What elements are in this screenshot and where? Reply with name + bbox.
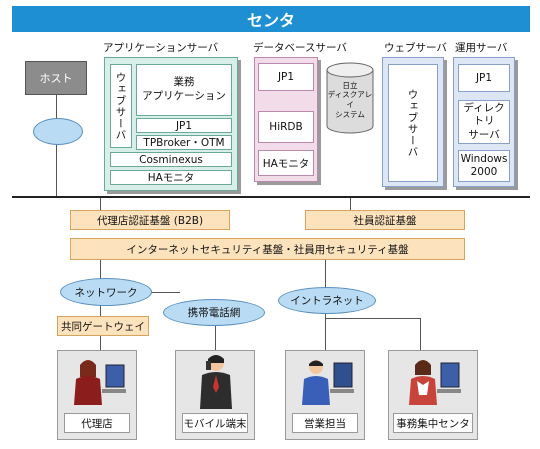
- gateway-label: 共同ゲートウェイ: [61, 320, 145, 333]
- employee-stub: [350, 198, 351, 210]
- client-sales-label: 営業担当: [304, 417, 346, 430]
- client-sales: 営業担当: [285, 350, 365, 440]
- gateway-box: 共同ゲートウェイ: [57, 316, 149, 336]
- agency-stub: [100, 198, 101, 210]
- app-server-label: アプリケーションサーバ: [103, 42, 219, 54]
- db-jp1-label: JP1: [277, 71, 295, 83]
- client-agency-label-box: 代理店: [64, 413, 130, 433]
- ops-jp1-label: JP1: [475, 72, 493, 84]
- conn-office: [420, 318, 421, 350]
- windows-box: Windows 2000: [458, 150, 510, 182]
- person-at-computer-icon: [409, 360, 461, 405]
- internet-security-box: インターネットセキュリティ基盤・社員用セキュリティ基盤: [70, 238, 465, 260]
- agency-auth-box: 代理店認証基盤 (B2B): [70, 210, 230, 230]
- client-office-label-box: 事務集中センタ: [393, 413, 473, 433]
- person-at-computer-icon: [74, 360, 126, 405]
- host-line: [56, 95, 57, 196]
- hirdb-label: HiRDB: [269, 121, 303, 133]
- tpbroker-box: TPBroker・OTM: [136, 135, 232, 150]
- network-ellipse: ネットワーク: [60, 278, 152, 306]
- web-server-label: ウェブサーバ: [384, 42, 447, 54]
- app-ha-monitor-box: HAモニタ: [110, 170, 232, 185]
- business-app-label: 業務 アプリケーション: [142, 76, 226, 102]
- disk-array-cylinder: [326, 62, 374, 134]
- client-mobile-label-box: モバイル端末: [182, 413, 248, 433]
- client-agency-label: 代理店: [81, 417, 113, 430]
- tpbroker-label: TPBroker・OTM: [143, 137, 225, 149]
- person-on-phone-icon: [200, 355, 232, 409]
- client-agency: 代理店: [57, 350, 137, 440]
- employee-auth-box: 社員認証基盤: [305, 210, 465, 230]
- ops-jp1-box: JP1: [458, 64, 510, 92]
- backbone-line: [12, 196, 530, 198]
- mobile-network-label: 携帯電話網: [187, 307, 241, 319]
- client-sales-label-box: 営業担当: [292, 413, 358, 433]
- center-title-bar: センタ: [12, 6, 530, 32]
- ops-server-label: 運用サーバ: [455, 42, 508, 54]
- client-mobile: モバイル端末: [175, 350, 255, 440]
- app-ha-monitor-label: HAモニタ: [147, 172, 195, 184]
- conn-network-to-mobile: [150, 292, 180, 293]
- cosminexus-box: Cosminexus: [110, 152, 232, 167]
- center-title: センタ: [246, 11, 295, 30]
- intranet-ellipse: イントラネット: [278, 287, 376, 314]
- db-ha-monitor-label: HAモニタ: [262, 157, 310, 170]
- mobile-network-ellipse: 携帯電話網: [163, 299, 265, 326]
- disk-array-text: 日立 ディスクアレイ システム: [326, 78, 374, 122]
- person-at-computer-icon: [302, 360, 354, 405]
- web-server-inner: ウェブサーバ: [388, 64, 438, 182]
- cosminexus-label: Cosminexus: [139, 153, 203, 166]
- app-jp1-label: JP1: [175, 119, 193, 132]
- db-server-label: データベースサーバ: [253, 42, 347, 54]
- agency-auth-label: 代理店認証基盤 (B2B): [96, 214, 204, 227]
- client-office: 事務集中センタ: [388, 350, 478, 440]
- disk-array-label: 日立 ディスクアレイ システム: [327, 80, 373, 119]
- app-web-server-label: ウェブサーバ: [114, 71, 127, 141]
- directory-server-box: ディレクトリ サーバ: [458, 100, 510, 144]
- app-jp1-box: JP1: [136, 118, 232, 133]
- db-ha-monitor-box: HAモニタ: [258, 150, 314, 176]
- employee-auth-label: 社員認証基盤: [353, 214, 417, 227]
- intranet-label: イントラネット: [290, 295, 364, 307]
- host-network-ellipse: [33, 118, 83, 145]
- internet-security-label: インターネットセキュリティ基盤・社員用セキュリティ基盤: [126, 243, 409, 256]
- db-jp1-box: JP1: [258, 63, 314, 91]
- windows-label: Windows 2000: [460, 153, 508, 178]
- host-box: ホスト: [25, 61, 87, 95]
- host-label: ホスト: [39, 72, 73, 85]
- network-label: ネットワーク: [74, 286, 138, 299]
- business-app-box: 業務 アプリケーション: [136, 64, 232, 116]
- directory-server-label: ディレクトリ サーバ: [463, 101, 505, 141]
- client-office-label: 事務集中センタ: [396, 417, 470, 430]
- app-web-server: ウェブサーバ: [110, 64, 132, 148]
- hirdb-box: HiRDB: [258, 111, 314, 143]
- web-server-inner-label: ウェブサーバ: [406, 88, 419, 158]
- conn-intranet-to-office: [325, 318, 420, 319]
- client-mobile-label: モバイル端末: [183, 417, 247, 430]
